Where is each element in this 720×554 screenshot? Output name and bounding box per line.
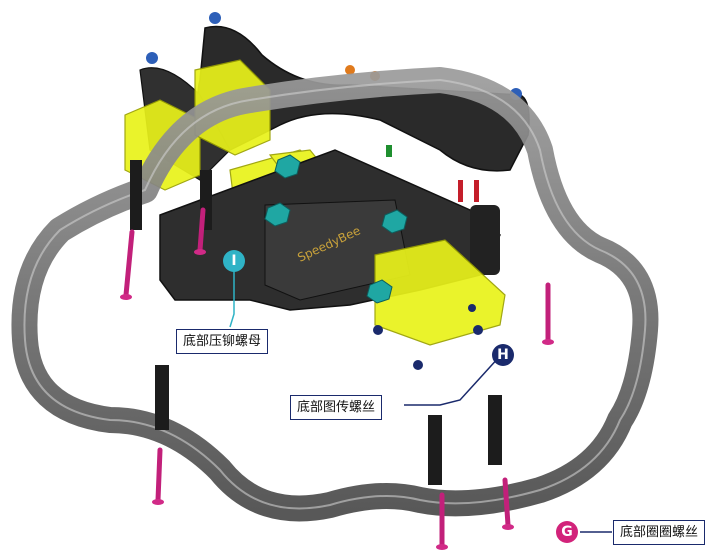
standoffs	[130, 160, 502, 485]
callout-leader-lines	[229, 270, 612, 533]
yellow-tpu-mounts-right	[374, 239, 506, 346]
callout-h-label: 底部图传螺丝	[290, 395, 383, 420]
callout-i-label: 底部压铆螺母	[176, 329, 269, 354]
callout-g-label: 底部圈圈螺丝	[613, 520, 706, 545]
video-transmitter-screws	[373, 304, 483, 370]
callout-g-badge: G	[556, 521, 578, 543]
callout-i-badge: I	[223, 250, 245, 272]
callout-h-badge: H	[492, 344, 514, 366]
guard-ring-screws	[123, 207, 551, 548]
guard-ring-screw-heads	[120, 249, 554, 550]
rivet-nuts	[264, 154, 408, 304]
prop-guard-ring	[11, 67, 659, 522]
